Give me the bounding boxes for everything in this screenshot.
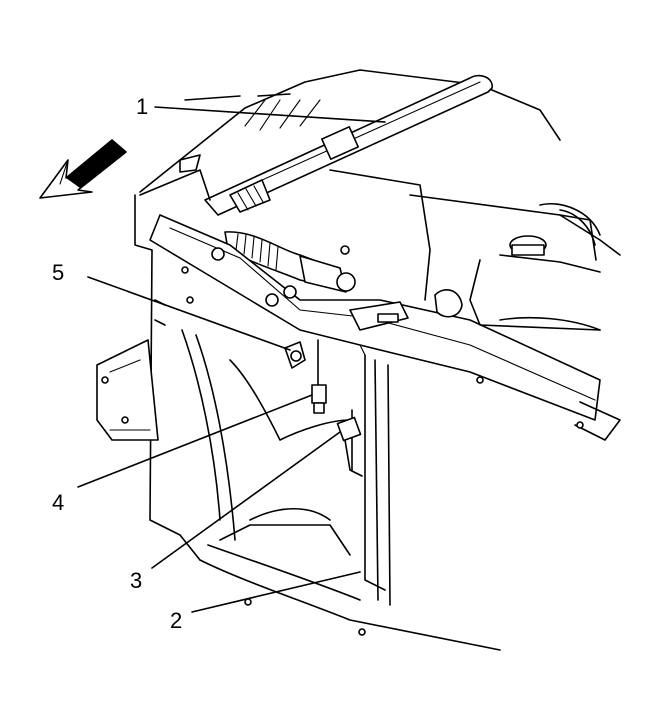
lower-crossmember [199, 507, 501, 651]
leader-lines [77, 106, 386, 613]
mounting-nuts [181, 245, 584, 429]
callout-3: 3 [130, 568, 142, 593]
front-direction-arrow-icon [39, 139, 127, 199]
radiator-support-upper [149, 214, 621, 441]
callout-5: 5 [52, 260, 64, 285]
fender-outline [139, 69, 621, 301]
callout-1: 1 [136, 94, 148, 119]
callout-2: 2 [170, 608, 182, 633]
left-side-panel [96, 154, 211, 561]
fitting-3 [336, 409, 363, 477]
callout-4: 4 [52, 490, 64, 515]
fitting-4 [311, 339, 327, 414]
hood-prop-rod [204, 74, 493, 216]
engine-components [434, 214, 601, 331]
fitting-5 [284, 341, 306, 369]
condenser-frame [181, 329, 391, 606]
